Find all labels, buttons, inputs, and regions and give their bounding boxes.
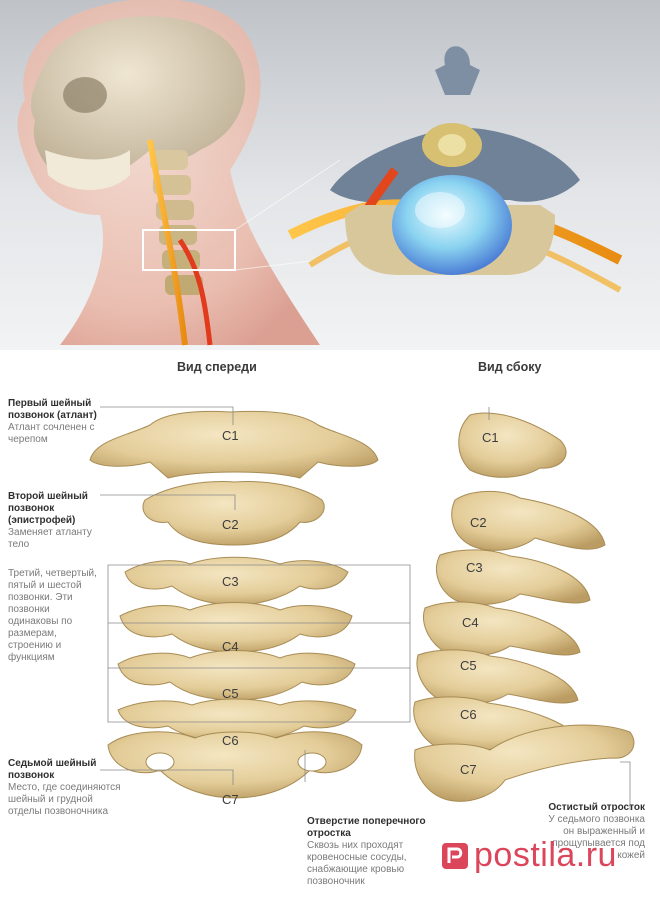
eye-socket: [63, 77, 107, 113]
side-view-title: Вид сбоку: [478, 360, 542, 374]
label-seventh-vertebra: Седьмой шейный позвонок Место, где соеди…: [8, 758, 128, 818]
front-view-spine: [89, 410, 379, 799]
vertebrae-drawing: [89, 406, 635, 810]
watermark: postila.ru: [440, 836, 617, 875]
side-label-c4: C4: [462, 615, 479, 630]
side-label-c5: C5: [460, 658, 477, 673]
leader-lines: [100, 406, 631, 810]
label-second-vertebra: Второй шейный позвонок (эпистрофей) Заме…: [8, 491, 113, 551]
front-view-title: Вид спереди: [177, 360, 257, 374]
postila-logo-icon: [442, 842, 468, 869]
vertebrae-diagram: Вид спереди Вид сбоку: [0, 350, 660, 912]
label-middle-vertebrae: Третий, четвертый, пятый и шестой позвон…: [8, 568, 98, 664]
label-first-desc: Атлант сочленен с черепом: [8, 422, 95, 445]
front-label-c4: C4: [222, 639, 239, 654]
side-label-c7: C7: [460, 762, 477, 777]
label-spinous-process: Остистый отросток У седьмого позвонка он…: [545, 802, 645, 862]
label-spinous-desc: У седьмого позвонка он выраженный и прощ…: [548, 814, 645, 861]
side-label-c3: C3: [466, 560, 483, 575]
label-transverse-foramen: Отверстие поперечного отростка Сквозь ни…: [307, 816, 427, 888]
teeth: [45, 150, 130, 190]
side-label-c1: C1: [482, 430, 499, 445]
watermark-text: postila.ru: [474, 836, 617, 874]
highlight-box: [142, 229, 236, 271]
side-view-spine: [413, 412, 635, 802]
side-label-c2: C2: [470, 515, 487, 530]
label-middle-desc: Третий, четвертый, пятый и шестой позвон…: [8, 568, 97, 663]
top-illustration: [0, 0, 660, 350]
label-seventh-title: Седьмой шейный позвонок: [8, 758, 97, 781]
label-foramen-title: Отверстие поперечного отростка: [307, 816, 426, 839]
label-first-title: Первый шейный позвонок (атлант): [8, 398, 97, 421]
label-first-vertebra: Первый шейный позвонок (атлант) Атлант с…: [8, 398, 108, 446]
front-label-c7: C7: [222, 792, 239, 807]
label-second-title: Второй шейный позвонок (эпистрофей): [8, 491, 88, 526]
side-label-c6: C6: [460, 707, 477, 722]
spinal-nerve: [147, 139, 188, 346]
front-label-c2: C2: [222, 517, 239, 532]
vertebra-cross-section: [287, 46, 623, 293]
front-label-c1: C1: [222, 428, 239, 443]
artery: [177, 238, 213, 346]
front-label-c3: C3: [222, 574, 239, 589]
label-second-desc: Заменяет атланту тело: [8, 527, 92, 550]
front-label-c5: C5: [222, 686, 239, 701]
front-label-c6: C6: [222, 733, 239, 748]
label-seventh-desc: Место, где соединяются шейный и грудной …: [8, 782, 121, 817]
label-spinous-title: Остистый отросток: [548, 802, 645, 813]
anatomy-illustration: [17, 0, 623, 346]
skull: [30, 16, 246, 184]
label-foramen-desc: Сквозь них проходят кровеносные сосуды, …: [307, 840, 407, 887]
